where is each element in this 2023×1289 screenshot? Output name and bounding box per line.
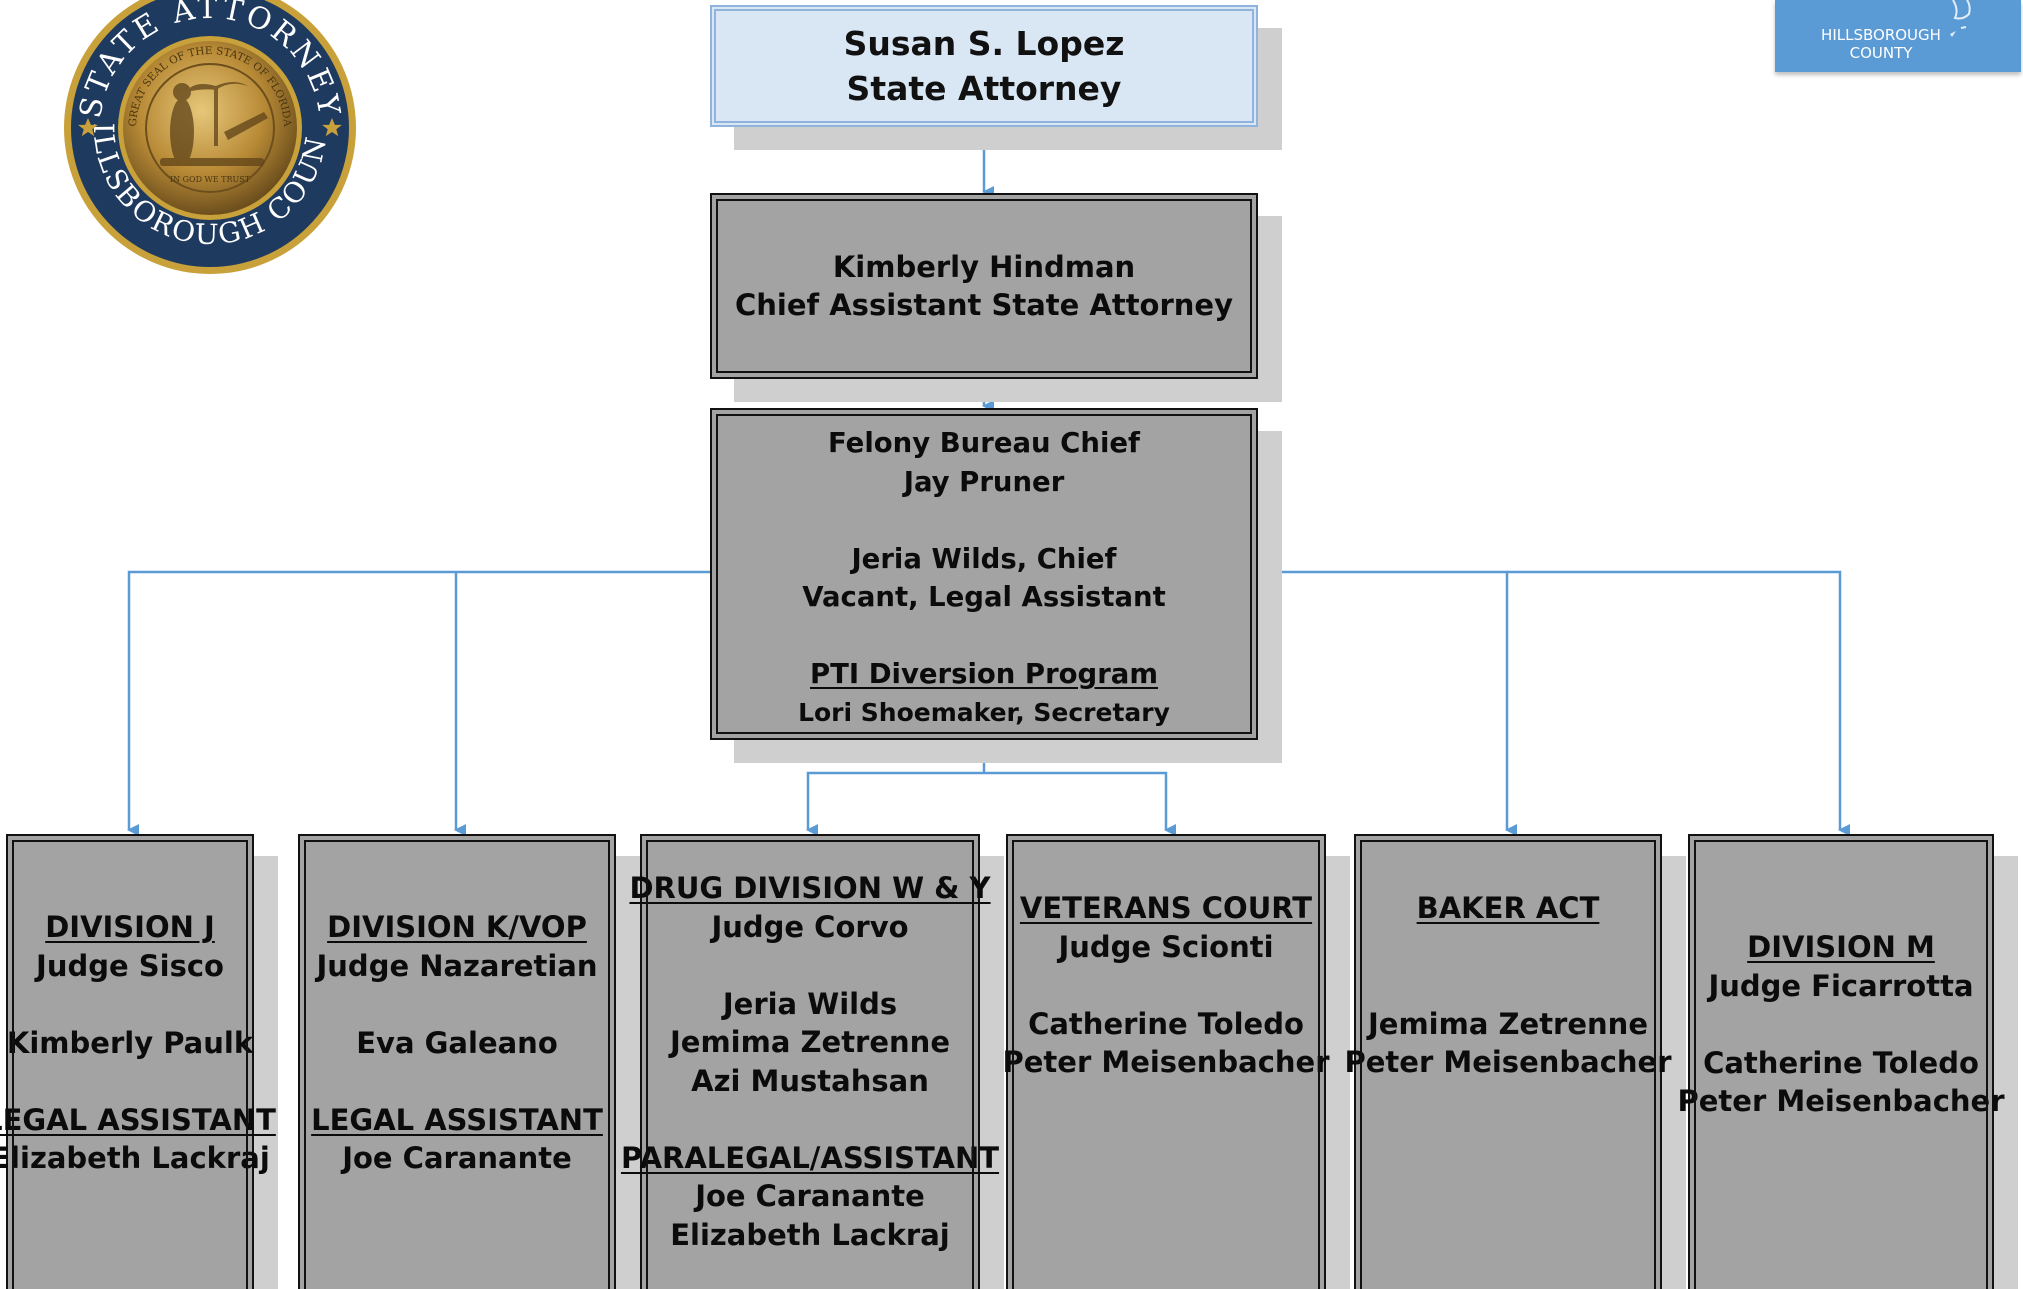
connector-to-drug-division <box>806 771 984 836</box>
chief-assistant-title: Chief Assistant State Attorney <box>734 288 1233 322</box>
drug-division-box: DRUG DIVISION W & Y Judge Corvo Jeria Wi… <box>621 834 999 1289</box>
division-k-vop-box: DIVISION K/VOP Judge Nazaretian Eva Gale… <box>298 834 616 1289</box>
seal-star-right <box>322 118 342 137</box>
division-m-attorney-2: Peter Meisenbacher <box>1677 1084 2005 1118</box>
division-k-vop-title: DIVISION K/VOP <box>327 910 587 944</box>
felony-bureau-chief-name: Jay Pruner <box>903 465 1065 498</box>
baker-act-title: BAKER ACT <box>1416 891 1600 925</box>
drug-division-title: DRUG DIVISION W & Y <box>629 871 991 905</box>
division-m-judge: Judge Ficarrotta <box>1708 968 1974 1003</box>
division-k-vop-attorney: Eva Galeano <box>356 1025 558 1060</box>
division-j-attorney: Kimberly Paulk <box>6 1025 254 1060</box>
division-k-vop-judge: Judge Nazaretian <box>316 948 598 983</box>
county-map-icon <box>1950 0 1971 37</box>
felony-bureau-staff-1: Jeria Wilds, Chief <box>851 542 1117 575</box>
division-j-box: DIVISION J Judge Sisco Kimberly Paulk LE… <box>0 834 276 1289</box>
baker-act-attorney-1: Jemima Zetrenne <box>1368 1006 1648 1041</box>
seal-star-left <box>78 118 98 137</box>
drug-division-assistant-2: Elizabeth Lackraj <box>670 1217 950 1252</box>
drug-division-attorney-3: Azi Mustahsan <box>691 1063 929 1098</box>
state-attorney-title: State Attorney <box>846 69 1122 108</box>
pti-program-staff: Lori Shoemaker, Secretary <box>798 697 1170 727</box>
seal-figure-icon <box>160 82 268 166</box>
connector-to-baker-act <box>1256 570 1517 836</box>
division-m-title: DIVISION M <box>1747 930 1935 964</box>
connector-to-division-j <box>127 570 711 836</box>
connector-to-division-m <box>1507 570 1850 836</box>
division-m-attorney-1: Catherine Toledo <box>1703 1045 1979 1080</box>
connector-to-veterans-court <box>984 771 1176 836</box>
felony-bureau-staff-2: Vacant, Legal Assistant <box>802 581 1166 613</box>
veterans-court-attorney-1: Catherine Toledo <box>1028 1006 1304 1041</box>
drug-division-role: PARALEGAL/ASSISTANT <box>620 1140 1000 1175</box>
baker-act-attorney-2: Peter Meisenbacher <box>1344 1045 1672 1079</box>
division-j-title: DIVISION J <box>45 910 215 944</box>
seal-motto: IN GOD WE TRUST <box>170 175 251 184</box>
division-m-box: DIVISION M Judge Ficarrotta Catherine To… <box>1677 834 2005 1289</box>
drug-division-attorney-1: Jeria Wilds <box>722 986 898 1021</box>
felony-bureau-box: Felony Bureau Chief Jay Pruner Jeria Wil… <box>710 408 1258 740</box>
state-attorney-name: Susan S. Lopez <box>843 24 1125 63</box>
county-logo-line2: COUNTY <box>1849 44 1913 62</box>
state-attorney-box: Susan S. Lopez State Attorney <box>710 5 1258 127</box>
chief-assistant-name: Kimberly Hindman <box>832 249 1136 284</box>
baker-act-box: BAKER ACT Jemima Zetrenne Peter Meisenba… <box>1344 834 1672 1289</box>
division-k-vop-assistant: Joe Caranante <box>342 1141 572 1175</box>
division-j-assistant: Elizabeth Lackraj <box>0 1141 270 1175</box>
chief-assistant-box: Kimberly Hindman Chief Assistant State A… <box>710 193 1258 379</box>
division-k-vop-role: LEGAL ASSISTANT <box>311 1102 603 1137</box>
drug-division-assistant-1: Joe Caranante <box>695 1179 925 1213</box>
veterans-court-judge: Judge Scionti <box>1058 929 1274 964</box>
drug-division-attorney-2: Jemima Zetrenne <box>670 1025 950 1059</box>
felony-bureau-title: Felony Bureau Chief <box>828 427 1140 459</box>
veterans-court-attorney-2: Peter Meisenbacher <box>1002 1045 1330 1079</box>
county-logo-line1: HILLSBOROUGH <box>1821 26 1941 44</box>
veterans-court-title: VETERANS COURT <box>1019 891 1313 925</box>
pti-program-title: PTI Diversion Program <box>809 658 1159 690</box>
state-attorney-seal: STATE ATTORNEY HILLSBOROUGH COUNTY GREAT… <box>64 0 356 274</box>
division-j-judge: Judge Sisco <box>36 948 224 983</box>
veterans-court-box: VETERANS COURT Judge Scionti Catherine T… <box>1002 834 1330 1289</box>
drug-division-judge: Judge Corvo <box>711 909 909 944</box>
county-logo: HILLSBOROUGH COUNTY <box>1775 0 2021 72</box>
division-j-role: LEGAL ASSISTANT <box>0 1102 276 1137</box>
